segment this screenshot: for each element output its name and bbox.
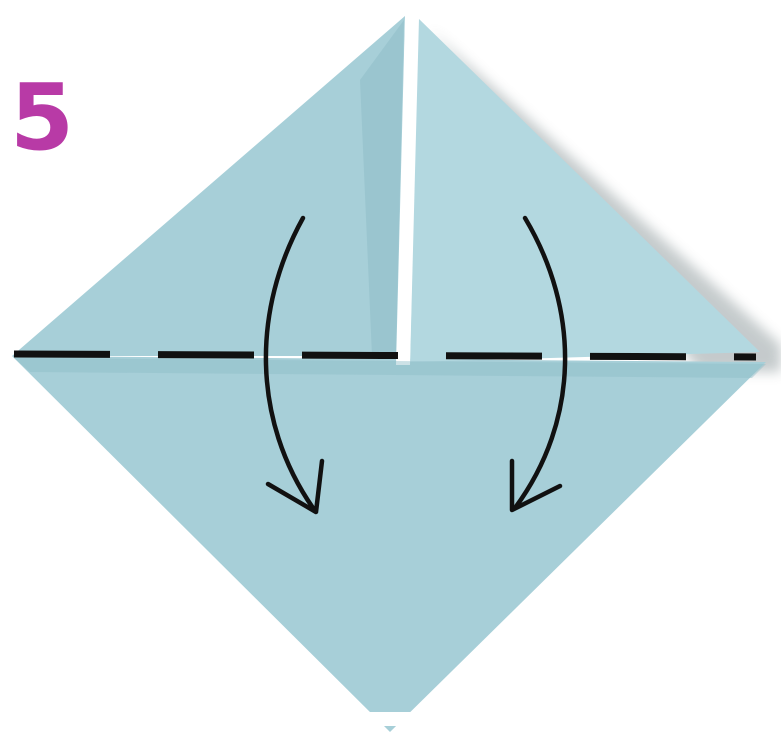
paper-bottom-triangle bbox=[12, 356, 766, 732]
paper-bottom-tip bbox=[360, 712, 420, 726]
paper-left-flap bbox=[12, 16, 405, 356]
paper-right-flap bbox=[410, 18, 760, 362]
